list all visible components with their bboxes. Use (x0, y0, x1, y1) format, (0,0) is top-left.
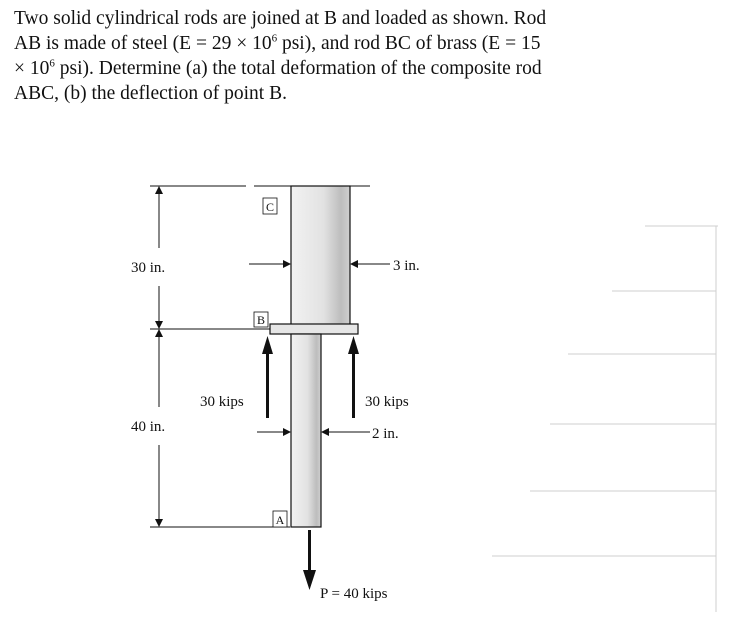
load-left-label: 30 kips (200, 394, 244, 410)
rod-bc (290, 185, 351, 327)
point-c-box (262, 197, 278, 215)
load-right-label: 30 kips (365, 394, 409, 410)
load-p-label: P = 40 kips (320, 586, 388, 602)
problem-line-4: ABC, (b) the deflection of point B. (14, 83, 287, 104)
dim-lower-label: 40 in. (131, 419, 165, 435)
point-a-label: A (276, 513, 285, 527)
point-a-box (272, 510, 288, 528)
dimension-lines (150, 185, 370, 528)
diameter-upper-label: 3 in. (393, 258, 420, 274)
problem-line-3: × 106 psi). Determine (a) the total defo… (14, 57, 542, 79)
load-arrows-30-kips (262, 336, 359, 418)
collar-b (269, 323, 359, 335)
point-b-label: B (257, 313, 265, 327)
problem-statement: Two solid cylindrical rods are joined at… (14, 6, 714, 106)
point-c-label: C (266, 200, 274, 214)
dim-upper-label: 30 in. (131, 260, 165, 276)
problem-line-1: Two solid cylindrical rods are joined at… (14, 8, 547, 29)
point-b-box (253, 311, 269, 328)
page-rules (492, 225, 718, 612)
problem-line-2: AB is made of steel (E = 29 × 106 psi), … (14, 32, 541, 54)
diameter-arrows (249, 260, 390, 436)
load-arrow-p (303, 530, 316, 590)
rod-ab (290, 333, 322, 528)
diameter-lower-label: 2 in. (372, 426, 399, 442)
